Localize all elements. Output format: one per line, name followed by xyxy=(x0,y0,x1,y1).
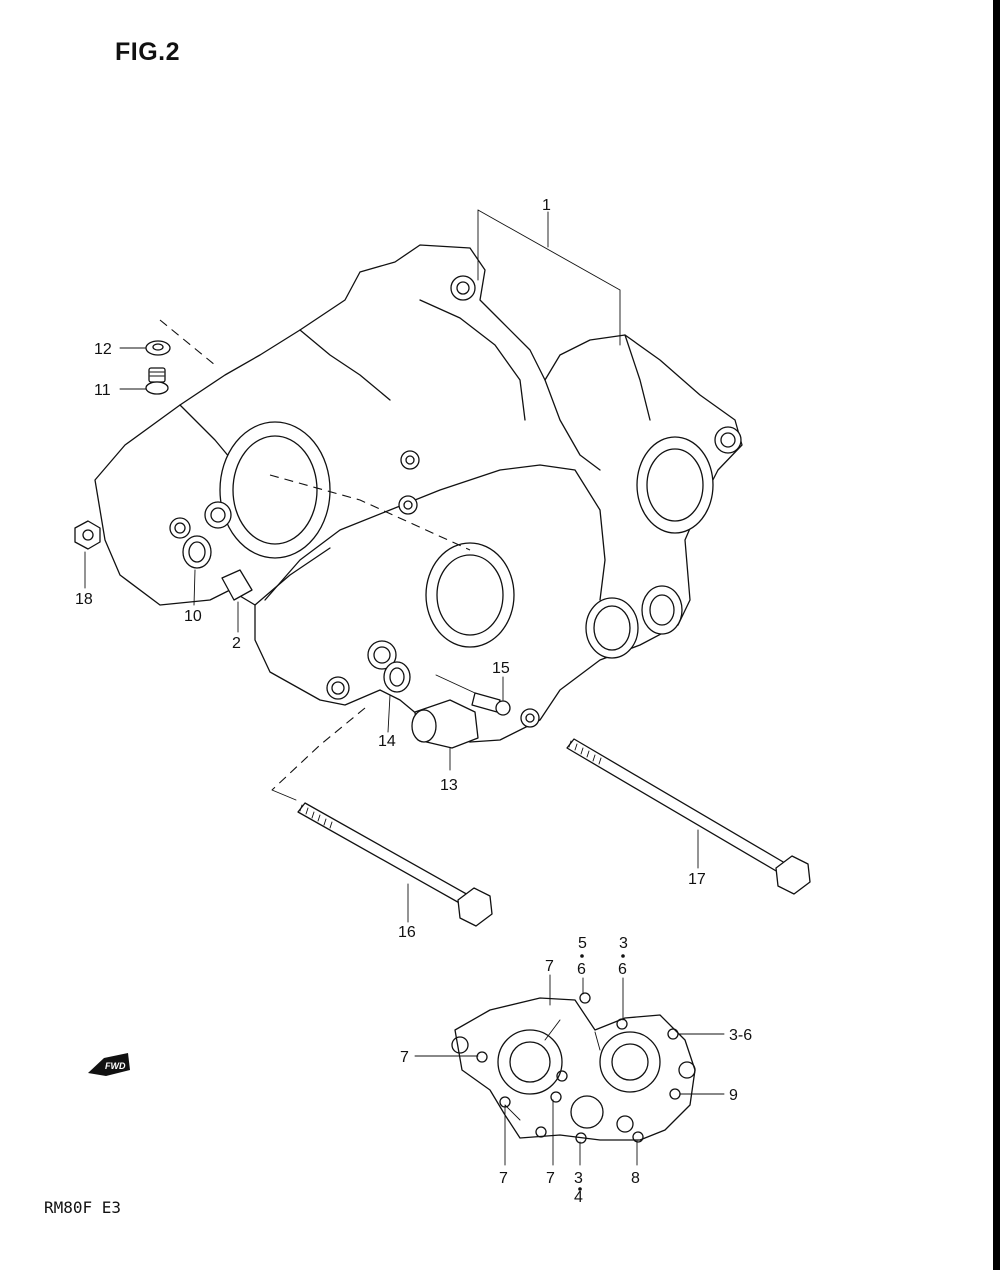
callout-3-bottom: 3 xyxy=(574,1170,583,1187)
fwd-label: FWD xyxy=(105,1061,126,1071)
callout-17: 17 xyxy=(688,871,706,888)
callout-5: 5 xyxy=(578,935,587,952)
callout-2: 2 xyxy=(232,635,241,652)
callout-15: 15 xyxy=(492,660,510,677)
long-bolt-16 xyxy=(297,802,493,927)
crankcase-assembly xyxy=(94,244,743,749)
assembly-guide-lines xyxy=(159,319,471,801)
callout-7-bottom-left: 7 xyxy=(499,1170,508,1187)
figure-title: FIG.2 xyxy=(115,38,181,66)
callout-1: 1 xyxy=(542,197,551,214)
callout-12: 12 xyxy=(94,341,112,358)
scan-edge-bar xyxy=(993,0,1000,1270)
fwd-arrow-icon: FWD xyxy=(88,1053,130,1076)
callout-3-6: 3-6 xyxy=(729,1027,752,1044)
crankcase-face-view xyxy=(451,992,696,1144)
model-code: RM80F E3 xyxy=(44,1198,122,1217)
leader-lines xyxy=(84,209,725,1166)
callout-3-top: 3 xyxy=(619,935,628,952)
nut-18 xyxy=(74,520,101,550)
callout-6-right: 6 xyxy=(618,961,627,978)
callout-10: 10 xyxy=(184,608,202,625)
washer-12 xyxy=(145,340,171,356)
callout-6-left: 6 xyxy=(577,961,586,978)
callout-labels: 1 12 11 18 10 2 15 14 13 17 16 5 6 3 6 7… xyxy=(75,197,752,1206)
callout-11: 11 xyxy=(94,382,111,399)
sep-dot-5-6 xyxy=(580,954,584,958)
callout-14: 14 xyxy=(378,733,396,750)
callout-9: 9 xyxy=(729,1087,738,1104)
callout-7-bottom: 7 xyxy=(546,1170,555,1187)
callout-8: 8 xyxy=(631,1170,640,1187)
callout-13: 13 xyxy=(440,777,458,794)
sep-dot-3-4 xyxy=(578,1187,582,1191)
callout-4: 4 xyxy=(574,1189,583,1206)
callout-16: 16 xyxy=(398,924,416,941)
callout-7-top: 7 xyxy=(545,958,554,975)
callout-7-left: 7 xyxy=(400,1049,409,1066)
callout-18: 18 xyxy=(75,591,93,608)
long-bolt-17 xyxy=(566,738,811,895)
sep-dot-3-6 xyxy=(621,954,625,958)
bolt-11 xyxy=(145,367,169,395)
